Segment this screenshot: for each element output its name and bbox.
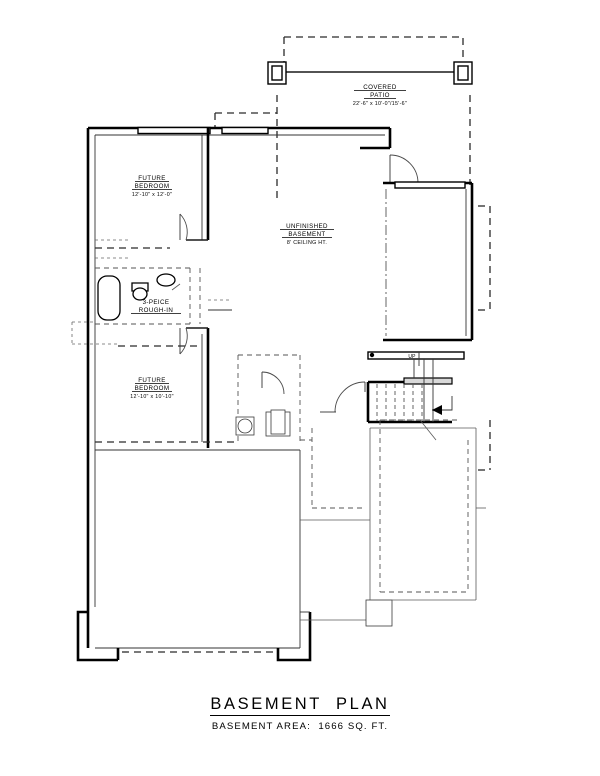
patio-post-left-inner <box>271 65 283 81</box>
window-bedroom1-b <box>221 126 269 135</box>
bedroom2-dimensions: 12'-10" x 10'-10" <box>130 394 174 400</box>
lower-mid-pad <box>365 599 393 627</box>
patio-post-right-inner <box>457 65 469 81</box>
furnace-icon <box>270 409 286 435</box>
stair-header-beam <box>367 351 465 360</box>
bedroom2-label-line1: FUTURE <box>138 377 166 384</box>
window-right-room <box>394 181 466 189</box>
unfinished-basement-area: UNFINISHED BASEMENT 8' CEILING HT. <box>280 223 334 246</box>
unfinished-basement-note: 8' CEILING HT. <box>287 240 327 246</box>
toilet-bowl <box>132 287 148 301</box>
covered-patio-area: COVERED PATIO 22'-6" x 10'-0"/15'-6" <box>214 36 473 200</box>
window-bedroom1-a <box>137 126 211 135</box>
bedroom2-door-swing <box>179 327 188 355</box>
bath-leader-line <box>171 283 181 291</box>
garage-foundation-left-step <box>76 610 118 662</box>
stair-beam-post-left <box>369 352 375 358</box>
title-block: BASEMENT PLAN BASEMENT AREA: 1666 SQ. FT… <box>0 695 600 732</box>
bath-label-line2: ROUGH-IN <box>139 307 173 314</box>
stair-leader <box>419 419 437 441</box>
right-side-structure <box>360 128 491 342</box>
bath-label-line1: 3-PEICE <box>143 299 170 306</box>
bedroom2-label-line2: BEDROOM <box>135 385 170 392</box>
future-bedroom-1: FUTURE BEDROOM 12'-10" x 12'-0" <box>95 128 210 249</box>
bedroom1-dimensions: 12'-10" x 12'-0" <box>132 192 172 198</box>
stair-up-label: UP <box>408 354 416 360</box>
bedroom1-label-line2: BEDROOM <box>135 183 170 190</box>
bedroom1-label-line1: FUTURE <box>138 175 166 182</box>
garage-foundation-right-step <box>276 612 312 662</box>
stair-direction-arrowhead <box>432 405 442 415</box>
misc-dashed-details <box>95 239 312 441</box>
future-bedroom-2: FUTURE BEDROOM 12'-10" x 10'-10" <box>95 327 301 448</box>
water-heater-icon <box>237 418 253 434</box>
bedroom1-door-swing <box>179 213 188 241</box>
top-wall-windows <box>137 126 269 135</box>
covered-patio-label-line1: COVERED <box>363 84 397 91</box>
page-title: BASEMENT PLAN <box>210 695 390 716</box>
lower-right-structure <box>300 419 491 627</box>
bath-rough-in-area: 3-PEICE ROUGH-IN <box>71 267 201 345</box>
garage-unexcavated-area <box>76 449 312 662</box>
patio-roof-dashed-outline <box>284 36 464 72</box>
sink-fixture <box>156 273 176 287</box>
stair-assembly: UP <box>320 351 465 441</box>
closet-door-swing <box>261 371 285 395</box>
covered-patio-label-line2: PATIO <box>370 92 390 99</box>
mechanical-equipment <box>235 409 291 437</box>
unfinished-basement-label-line1: UNFINISHED <box>286 223 328 230</box>
stair-door-swing <box>334 381 366 413</box>
foundation-outline <box>86 126 390 648</box>
basement-area-note: BASEMENT AREA: 1666 SQ. FT. <box>211 720 389 732</box>
unfinished-basement-label-line2: BASEMENT <box>288 231 325 238</box>
bathtub-fixture <box>97 275 121 321</box>
right-room-door-swing <box>389 154 419 184</box>
stair-landing-beam <box>403 377 453 385</box>
covered-patio-dimensions: 22'-6" x 10'-0"/15'-6" <box>353 101 407 107</box>
